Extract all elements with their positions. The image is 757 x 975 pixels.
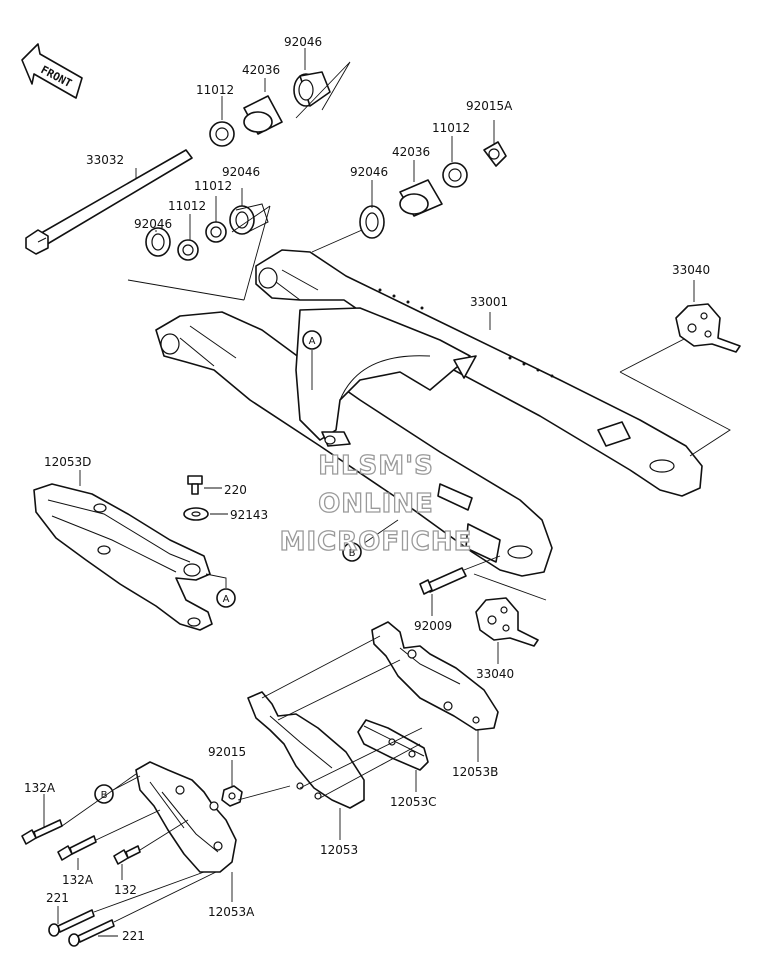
chain-guide-12053C <box>357 719 429 771</box>
label-11012-mid: 11012 <box>194 179 232 193</box>
callout-b-bottom: B <box>94 784 114 804</box>
label-220: 220 <box>224 483 247 497</box>
watermark: HLSM'S ONLINE MICROFICHE <box>279 450 473 557</box>
label-11012-right: 11012 <box>432 121 470 135</box>
bearing-stack-left <box>145 203 269 261</box>
label-221-bottom: 221 <box>122 929 145 943</box>
guide-lines-screws <box>93 871 217 923</box>
callout-a-bottom-label: A <box>223 594 230 605</box>
chain-adjuster-bottom <box>475 597 539 647</box>
label-12053: 12053 <box>320 843 358 857</box>
label-12053A: 12053A <box>208 905 255 919</box>
part-labels: 92046 42036 11012 92015A 11012 42036 920… <box>24 35 710 943</box>
label-92046-left: 92046 <box>134 217 172 231</box>
label-33032: 33032 <box>86 153 124 167</box>
pivot-shaft <box>25 149 193 255</box>
label-221-top: 221 <box>46 891 69 905</box>
label-92046-top: 92046 <box>284 35 322 49</box>
leader-b-bottom <box>112 775 141 791</box>
front-arrow-icon: FRONT <box>21 43 83 99</box>
label-92143: 92143 <box>230 508 268 522</box>
leader-guard-a <box>205 573 227 588</box>
bearing-stack-top <box>209 71 331 147</box>
callout-a-top: A <box>302 330 322 350</box>
guide-line-92009 <box>463 555 501 571</box>
adjuster-bolt <box>419 567 467 595</box>
screw-221-bottom <box>68 919 115 947</box>
label-92009: 92009 <box>414 619 452 633</box>
callout-a-top-label: A <box>309 336 316 347</box>
label-132A-bottom: 132A <box>62 873 94 887</box>
swingarm-guard <box>33 483 213 631</box>
label-11012-left: 11012 <box>168 199 206 213</box>
label-92046-right: 92046 <box>350 165 388 179</box>
bolt-132A-top <box>21 819 63 845</box>
callout-b-top-label: B <box>349 548 356 559</box>
watermark-line2: ONLINE <box>318 489 434 519</box>
label-12053B: 12053B <box>452 765 498 779</box>
chain-guide-12053A <box>135 761 237 873</box>
label-92046-mid: 92046 <box>222 165 260 179</box>
label-33040-top: 33040 <box>672 263 710 277</box>
chain-guide-12053B <box>371 621 499 731</box>
guide-lines-chain <box>261 635 423 799</box>
guide-line-33040 <box>619 335 731 457</box>
label-132: 132 <box>114 883 137 897</box>
label-33001: 33001 <box>470 295 508 309</box>
label-33040-bottom: 33040 <box>476 667 514 681</box>
label-12053D: 12053D <box>44 455 91 469</box>
screw-221-top <box>48 909 95 937</box>
bearing-stack-right <box>359 141 507 239</box>
leader-b-top <box>359 519 399 547</box>
label-132A-top: 132A <box>24 781 56 795</box>
bolt-132A-bottom <box>57 835 97 861</box>
label-12053C: 12053C <box>390 795 437 809</box>
nut-92015 <box>221 785 243 807</box>
callout-a-bottom: A <box>216 588 236 608</box>
chain-adjuster-top <box>675 303 741 353</box>
label-11012-top: 11012 <box>196 83 234 97</box>
label-92015A: 92015A <box>466 99 513 113</box>
screw-220 <box>187 475 203 495</box>
washer-92143 <box>183 507 209 521</box>
guide-line-92015 <box>237 785 291 801</box>
label-42036-top: 42036 <box>242 63 280 77</box>
guide-lines-bolts <box>61 773 189 851</box>
callout-b-bottom-label: B <box>101 790 108 801</box>
callout-b-top: B <box>342 542 362 562</box>
swingarm <box>155 249 703 577</box>
bolt-132 <box>113 845 141 865</box>
watermark-line3: MICROFICHE <box>280 527 473 557</box>
watermark-line1: HLSM'S <box>318 451 434 481</box>
label-42036-right: 42036 <box>392 145 430 159</box>
guide-line-right <box>311 229 363 253</box>
chain-guide-12053 <box>247 691 365 809</box>
guide-line-left <box>127 205 271 301</box>
guide-line-top <box>295 61 351 119</box>
label-92015: 92015 <box>208 745 246 759</box>
guide-line-33040-bottom <box>473 573 547 601</box>
